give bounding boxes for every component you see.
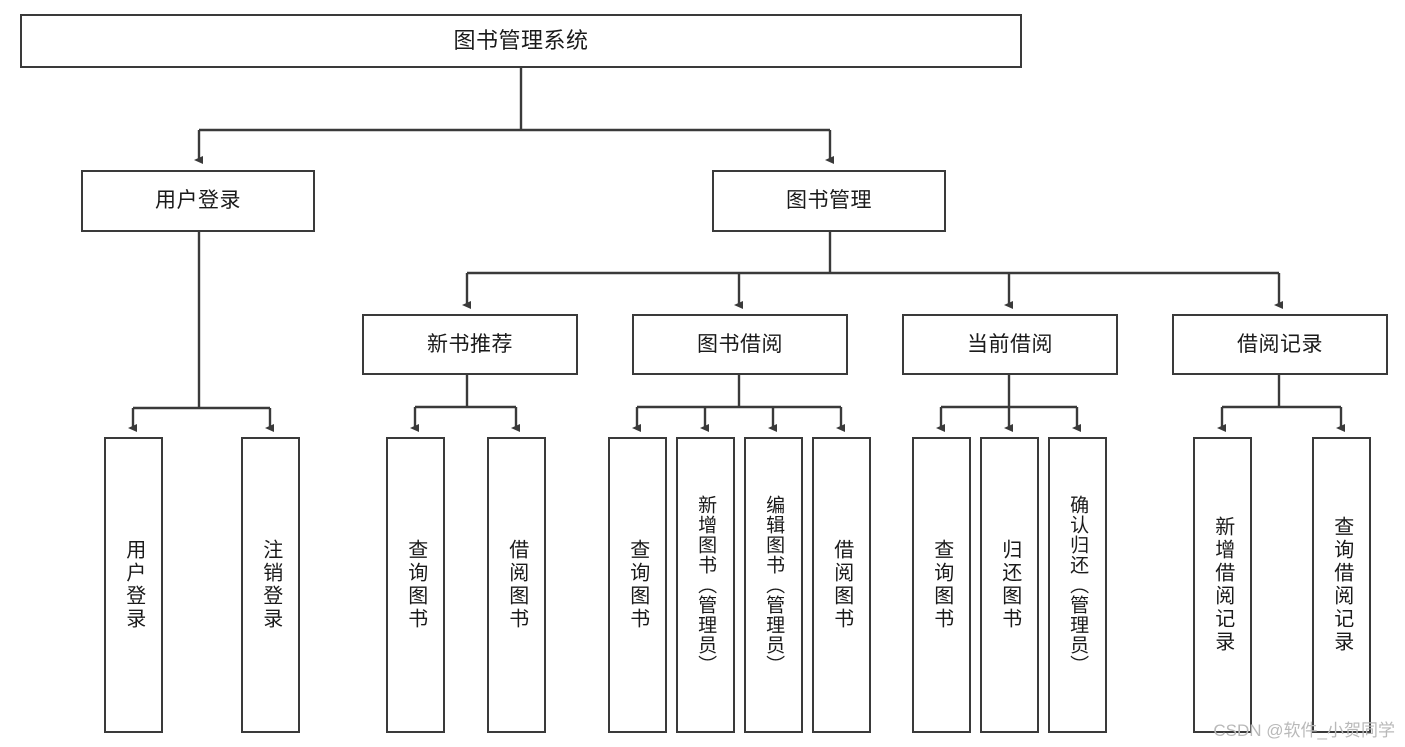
- node-label: 借阅图书: [830, 539, 853, 631]
- leaf-query-books-borrow[interactable]: 查询图书: [608, 437, 667, 733]
- leaf-user-login[interactable]: 用户登录: [104, 437, 163, 733]
- node-label: 编辑图书（管理员）: [763, 495, 785, 675]
- node-current-borrow[interactable]: 当前借阅: [902, 314, 1118, 375]
- leaf-add-borrow-record[interactable]: 新增借阅记录: [1193, 437, 1252, 733]
- node-new-book-recommend[interactable]: 新书推荐: [362, 314, 578, 375]
- node-label: 当前借阅: [967, 332, 1053, 356]
- node-label: 新书推荐: [427, 332, 513, 356]
- node-label: 用户登录: [122, 539, 145, 631]
- node-label: 新增图书（管理员）: [695, 495, 717, 675]
- node-label: 归还图书: [998, 539, 1021, 631]
- node-root-system[interactable]: 图书管理系统: [20, 14, 1022, 68]
- node-label: 确认归还（管理员）: [1067, 495, 1089, 675]
- leaf-borrow-books[interactable]: 借阅图书: [812, 437, 871, 733]
- node-label: 新增借阅记录: [1211, 516, 1234, 654]
- leaf-return-books[interactable]: 归还图书: [980, 437, 1039, 733]
- node-label: 查询图书: [930, 539, 953, 631]
- leaf-edit-book-admin[interactable]: 编辑图书（管理员）: [744, 437, 803, 733]
- node-label: 查询借阅记录: [1330, 516, 1353, 654]
- node-label: 图书管理系统: [453, 27, 589, 53]
- csdn-watermark: CSDN @软件_小贺同学: [1213, 721, 1395, 740]
- node-label: 查询图书: [404, 539, 427, 631]
- leaf-query-books-current[interactable]: 查询图书: [912, 437, 971, 733]
- node-user-login[interactable]: 用户登录: [81, 170, 315, 232]
- leaf-confirm-return-admin[interactable]: 确认归还（管理员）: [1048, 437, 1107, 733]
- node-label: 借阅记录: [1237, 332, 1323, 356]
- node-book-borrow[interactable]: 图书借阅: [632, 314, 848, 375]
- node-book-management[interactable]: 图书管理: [712, 170, 946, 232]
- node-label: 借阅图书: [505, 539, 528, 631]
- leaf-query-borrow-record[interactable]: 查询借阅记录: [1312, 437, 1371, 733]
- node-label: 图书借阅: [697, 332, 783, 356]
- node-label: 用户登录: [155, 189, 241, 213]
- leaf-add-book-admin[interactable]: 新增图书（管理员）: [676, 437, 735, 733]
- node-label: 图书管理: [786, 189, 872, 213]
- node-label: 注销登录: [259, 539, 282, 631]
- leaf-logout[interactable]: 注销登录: [241, 437, 300, 733]
- leaf-query-books-recommend[interactable]: 查询图书: [386, 437, 445, 733]
- node-label: 查询图书: [626, 539, 649, 631]
- node-borrow-records[interactable]: 借阅记录: [1172, 314, 1388, 375]
- leaf-borrow-books-recommend[interactable]: 借阅图书: [487, 437, 546, 733]
